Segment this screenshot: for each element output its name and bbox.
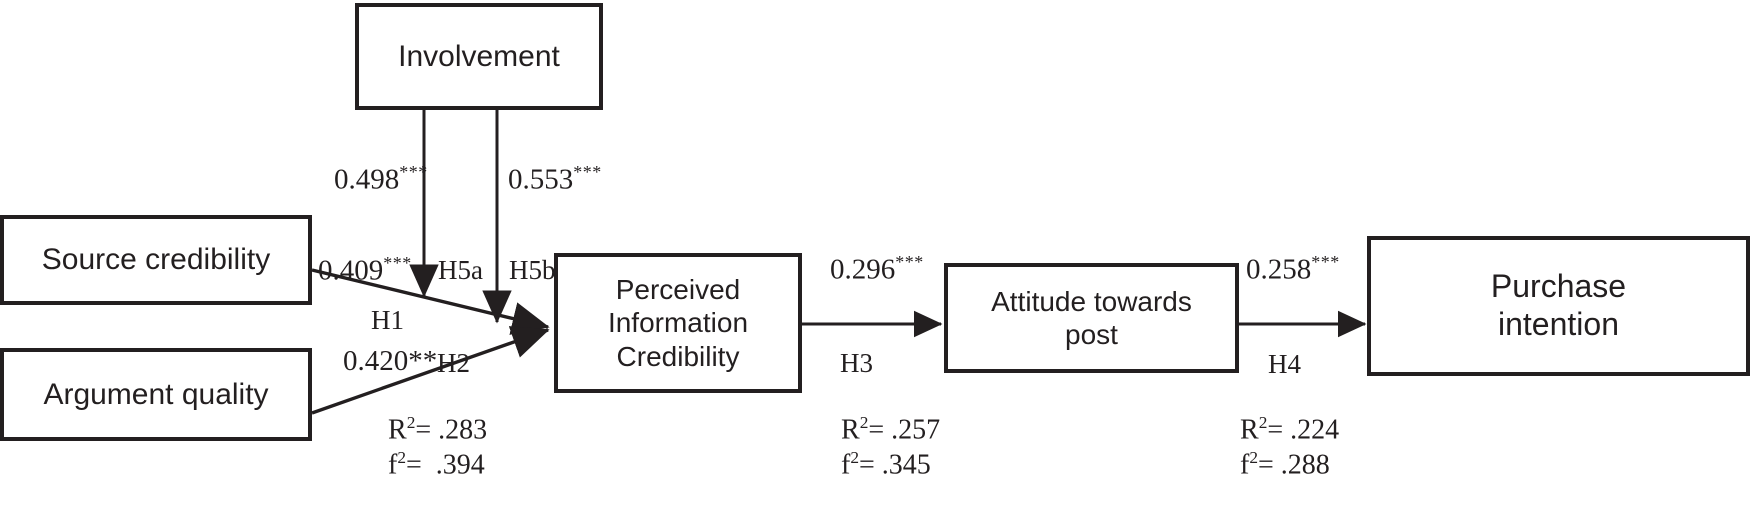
- significance-stars: ***: [399, 162, 428, 182]
- f-squared-line: f2= .345: [841, 448, 931, 481]
- hypothesis-label-h5b: H5b: [509, 255, 556, 285]
- node-pic-label-line3: Credibility: [616, 340, 740, 372]
- coefficient-involvement-h5a: 0.498***: [334, 162, 428, 197]
- r-squared-line: R2= .224: [1240, 413, 1340, 446]
- node-purchase-label-line1: Purchase: [1490, 268, 1627, 305]
- node-source-credibility[interactable]: Source credibility: [0, 215, 312, 305]
- node-purchase-label-line2: intention: [1498, 306, 1619, 342]
- node-involvement[interactable]: Involvement: [355, 3, 603, 110]
- coefficient-value: 0.420: [343, 345, 409, 377]
- node-argument-quality-label: Argument quality: [43, 377, 269, 411]
- r-squared-line: R2= .257: [841, 413, 941, 446]
- edge-argument-quality-to-pic: [311, 326, 550, 415]
- coefficient-source-credibility-to-pic: 0.409***: [318, 253, 412, 288]
- coefficient-pic-to-attitude: 0.296***: [830, 252, 924, 287]
- coefficient-attitude-to-purchase: 0.258***: [1246, 252, 1340, 287]
- statistics-block-attitude: R2= .257 f2= .345: [841, 412, 940, 483]
- f-squared-line: f2= .288: [1240, 448, 1330, 481]
- hypothesis-label-h5a: H5a: [438, 255, 483, 285]
- node-perceived-information-credibility[interactable]: Perceived Information Credibility: [554, 253, 802, 393]
- significance-stars: ***: [1311, 252, 1340, 272]
- significance-stars: ***: [895, 252, 924, 272]
- node-source-credibility-label: Source credibility: [41, 243, 271, 277]
- node-attitude-towards-post[interactable]: Attitude towards post: [944, 263, 1239, 373]
- hypothesis-label-h2: H2: [437, 348, 470, 378]
- significance-stars: ***: [383, 253, 412, 273]
- r-squared-line: R2= .283: [388, 413, 488, 446]
- coefficient-value: 0.258: [1246, 253, 1312, 286]
- node-purchase-intention[interactable]: Purchase intention: [1367, 236, 1750, 376]
- node-attitude-label-line2: post: [1065, 319, 1118, 350]
- edge-source-credibility-to-pic: [311, 268, 550, 335]
- hypothesis-label-h3: H3: [840, 348, 873, 378]
- statistics-block-pic: R2= .283 f2= .394: [388, 412, 487, 483]
- node-involvement-label: Involvement: [398, 39, 560, 73]
- node-pic-label-line1: Perceived: [615, 274, 741, 306]
- node-argument-quality[interactable]: Argument quality: [0, 348, 312, 441]
- coefficient-value: 0.296: [830, 253, 896, 286]
- coefficient-argument-quality-to-pic: 0.420**: [343, 345, 437, 378]
- coefficient-value: 0.553: [508, 163, 574, 196]
- significance-stars: ***: [573, 162, 602, 182]
- node-pic-label-line2: Information: [607, 307, 749, 339]
- coefficient-involvement-h5b: 0.553***: [508, 162, 602, 197]
- f-squared-line: f2= .394: [388, 448, 485, 481]
- coefficient-value: 0.498: [334, 163, 400, 196]
- hypothesis-label-h4: H4: [1268, 349, 1301, 379]
- significance-stars: **: [408, 345, 438, 377]
- statistics-block-purchase: R2= .224 f2= .288: [1240, 412, 1339, 483]
- coefficient-value: 0.409: [318, 254, 384, 287]
- node-attitude-label-line1: Attitude towards: [991, 285, 1192, 317]
- hypothesis-label-h1: H1: [371, 305, 404, 335]
